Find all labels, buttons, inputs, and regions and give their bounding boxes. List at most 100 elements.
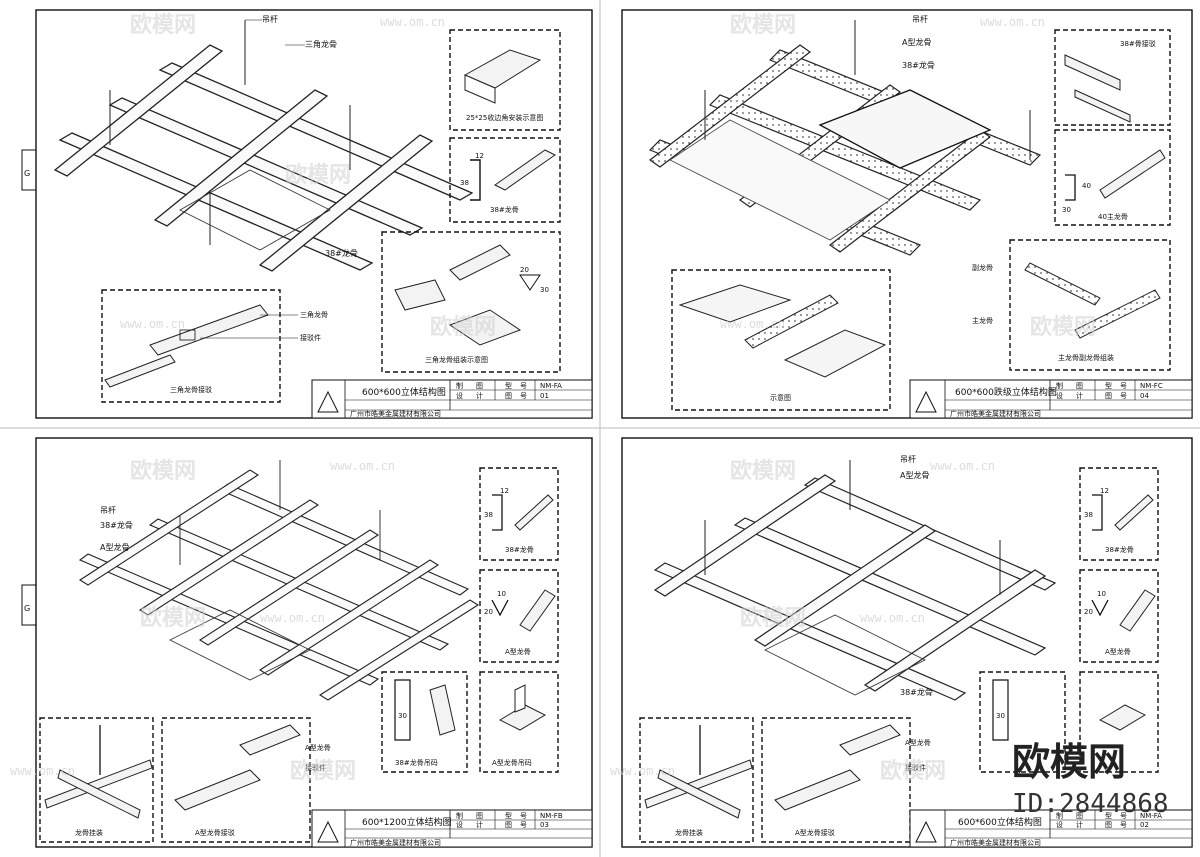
s1-label-0: 吊杆	[262, 14, 278, 24]
wm-brand-3: 欧模网	[285, 162, 351, 188]
s1-r2-d: 号	[520, 392, 527, 400]
s1-label-7: 38#龙骨	[490, 205, 519, 214]
wm-url-3: www.om.cn	[120, 317, 185, 331]
overlay-stamp: 欧模网 ID:2844868	[1012, 740, 1169, 819]
s3-r1-b: 图	[476, 812, 483, 820]
s2-r1-a: 制	[1056, 381, 1063, 390]
wm-url-7: www.om.cn	[260, 611, 325, 625]
s3-label-4: A型龙骨	[505, 647, 531, 656]
s4-label-7: A型龙骨	[905, 738, 931, 747]
s1-sheet-no: 01	[540, 392, 549, 400]
s3-title-block: 600*1200立体结构图 广州市皓美金属建材有限公司 制 图 型 号 NM-F…	[311, 809, 593, 848]
sheet-1-main-grid	[53, 20, 474, 272]
s4-label-0: 吊杆	[900, 454, 916, 464]
s3-label-3: 38#龙骨	[505, 545, 534, 554]
s3-label-5: 38#龙骨吊码	[395, 758, 438, 767]
s4-label-2: 38#龙骨	[900, 687, 933, 697]
wm-url-9: www.om.cn	[10, 764, 75, 778]
s4-label-5: 龙骨挂装	[675, 828, 703, 837]
s3-label-2: A型龙骨	[100, 542, 129, 552]
s4-dim-2: 10	[1097, 590, 1106, 598]
s3-dim-4: 30	[398, 712, 407, 720]
s3-dim-2: 10	[497, 590, 506, 598]
s2-label-3: 38#骨接驳	[1120, 39, 1156, 48]
s1-inset-assembly	[381, 231, 561, 373]
s4-sheet-no: 02	[1140, 821, 1149, 829]
s4-r2-d: 号	[1120, 821, 1127, 829]
s4-r2-a: 设	[1056, 820, 1063, 829]
s1-model: NM-FA	[540, 382, 562, 390]
wm-url-8: www.om.cn	[860, 611, 925, 625]
wm-brand-1: 欧模网	[130, 12, 196, 38]
s2-sheet-no: 04	[1140, 392, 1149, 400]
s3-label-6: A型龙骨吊码	[492, 758, 532, 767]
wm-brand-4: 欧模网	[430, 314, 496, 340]
s2-dim-1: 30	[1062, 206, 1071, 214]
watermarks: 欧模网 欧模网 欧模网 欧模网 欧模网 欧模网 欧模网 欧模网 欧模网 欧模网 …	[10, 12, 1096, 784]
s3-label-1: 38#龙骨	[100, 520, 133, 530]
s1-dim-1: 38	[460, 179, 469, 187]
s2-label-1: A型龙骨	[902, 37, 931, 47]
s4-title: 600*600立体结构图	[958, 816, 1042, 828]
s4-company: 广州市皓美金属建材有限公司	[950, 838, 1041, 847]
wm-url-1: www.om.cn	[380, 15, 445, 29]
s3-r2-c: 图	[505, 821, 512, 829]
s4-label-3: 38#龙骨	[1105, 545, 1134, 554]
s3-r1-a: 制	[456, 811, 463, 820]
s1-inset-38	[449, 137, 561, 223]
side-mark-1: G	[24, 169, 30, 178]
s3-dim-3: 20	[484, 608, 493, 616]
s2-r1-c: 型	[1105, 381, 1112, 390]
s4-label-8: 接驳件	[905, 763, 926, 772]
wm-brand-5: 欧模网	[1030, 314, 1096, 340]
wm-brand-2: 欧模网	[730, 12, 796, 38]
wm-url-2: www.om.cn	[980, 15, 1045, 29]
wm-url-4: www.om.cn	[720, 317, 785, 331]
s1-inset-angle	[449, 29, 561, 131]
s4-r1-a: 制	[1056, 811, 1063, 820]
s4-label-6: A型龙骨接驳	[795, 828, 835, 837]
s1-label-3: 三角龙骨	[300, 310, 328, 319]
s2-r2-c: 图	[1105, 392, 1112, 400]
s2-label-0: 吊杆	[912, 14, 928, 24]
s2-label-8: 示意图	[770, 393, 791, 402]
s1-title-block: 600*600立体结构图 广州市皓美金属建材有限公司 制 图 型 号 NM-FA…	[311, 379, 593, 419]
s1-label-5: 三角龙骨接驳	[170, 385, 212, 394]
s3-dim-0: 12	[500, 487, 509, 495]
s3-title: 600*1200立体结构图	[362, 816, 452, 828]
sheet-3-main-grid	[78, 460, 480, 701]
s1-company: 广州市皓美金属建材有限公司	[350, 409, 441, 418]
s4-dim-4: 30	[996, 712, 1005, 720]
s3-label-9: A型龙骨	[305, 743, 331, 752]
s2-label-7: 主龙骨副龙骨组装	[1058, 353, 1114, 362]
s2-r2-b: 计	[1076, 391, 1083, 400]
s2-label-6: 主龙骨	[972, 316, 993, 325]
s4-model: NM-FA	[1140, 812, 1162, 820]
s3-dim-1: 38	[484, 511, 493, 519]
wm-url-6: www.om.cn	[930, 459, 995, 473]
s1-r1-b: 图	[476, 382, 483, 390]
wm-url-10: www.om.cn	[610, 764, 675, 778]
sheet-4-main-grid	[653, 460, 1057, 701]
s2-r2-a: 设	[1056, 391, 1063, 400]
s1-r2-b: 计	[476, 391, 483, 400]
s2-r1-d: 号	[1120, 382, 1127, 390]
s3-r2-a: 设	[456, 820, 463, 829]
s2-dim-0: 40	[1082, 182, 1091, 190]
s1-r2-a: 设	[456, 391, 463, 400]
s1-label-6: 25*25收边角安装示意图	[466, 113, 543, 122]
s3-company: 广州市皓美金属建材有限公司	[350, 838, 441, 847]
s4-label-4: A型龙骨	[1105, 647, 1131, 656]
s3-label-8: A型龙骨接驳	[195, 828, 235, 837]
s4-r2-b: 计	[1076, 820, 1083, 829]
wm-brand-10: 欧模网	[290, 758, 356, 784]
s3-r2-d: 号	[520, 821, 527, 829]
wm-url-5: www.om.cn	[330, 459, 395, 473]
s3-r1-d: 号	[520, 812, 527, 820]
s4-r2-c: 图	[1105, 821, 1112, 829]
s2-title-block: 600*600跌级立体结构图 广州市皓美金属建材有限公司 制 图 型 号 NM-…	[909, 379, 1193, 419]
s3-sheet-no: 03	[540, 821, 549, 829]
s1-label-2: 38#龙骨	[325, 248, 358, 258]
wm-brand-7: 欧模网	[730, 458, 796, 484]
